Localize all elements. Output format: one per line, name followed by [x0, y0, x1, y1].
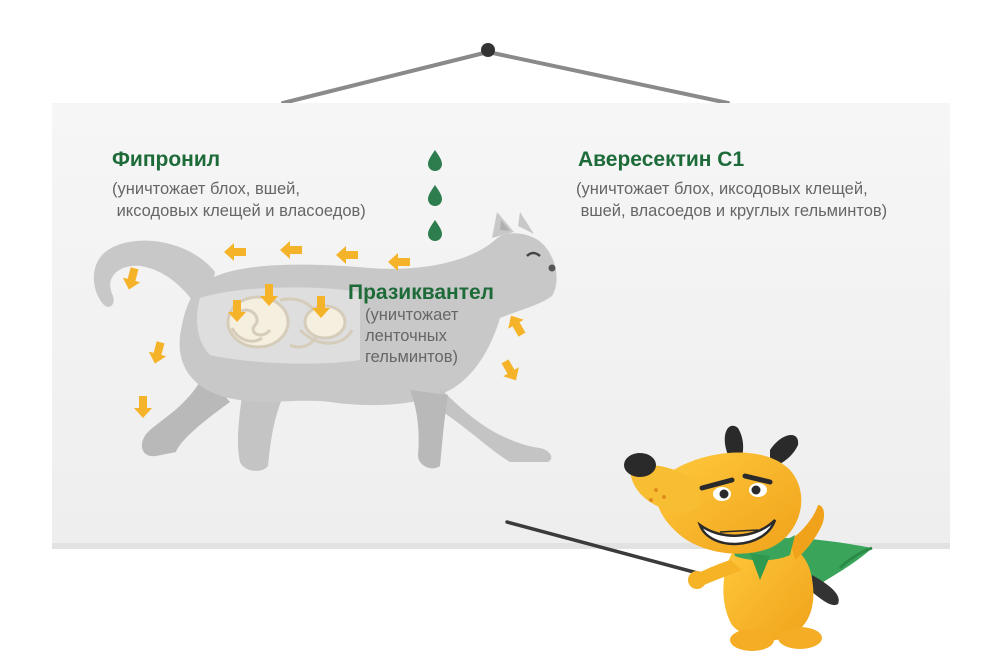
praziquantel-desc-line: (уничтожает — [365, 306, 459, 324]
hanging-wire — [281, 43, 730, 105]
praziquantel-title: Празиквантел — [348, 281, 495, 304]
praziquantel-description: (уничтожает ленточных гельминтов) — [365, 305, 458, 368]
aversectin-description: (уничтожает блох, иксодовых клещей, вшей… — [576, 178, 887, 222]
aversectin-desc-line: (уничтожает блох, иксодовых клещей, — [576, 180, 868, 198]
praziquantel-desc-line: ленточных — [365, 327, 447, 345]
praziquantel-desc-line: гельминтов) — [365, 348, 458, 366]
aversectin-desc-line: вшей, власоедов и круглых гельминтов) — [576, 202, 888, 220]
aversectin-title: Авересектин С1 — [578, 148, 745, 171]
fipronil-description: (уничтожает блох, вшей, иксодовых клещей… — [112, 178, 366, 222]
pointer-stick — [505, 520, 707, 577]
dog-mascot — [624, 425, 873, 651]
fipronil-desc-line: иксодовых клещей и власоедов) — [112, 202, 366, 220]
fipronil-desc-line: (уничтожает блох, вшей, — [112, 180, 300, 198]
fipronil-title: Фипронил — [112, 148, 221, 171]
